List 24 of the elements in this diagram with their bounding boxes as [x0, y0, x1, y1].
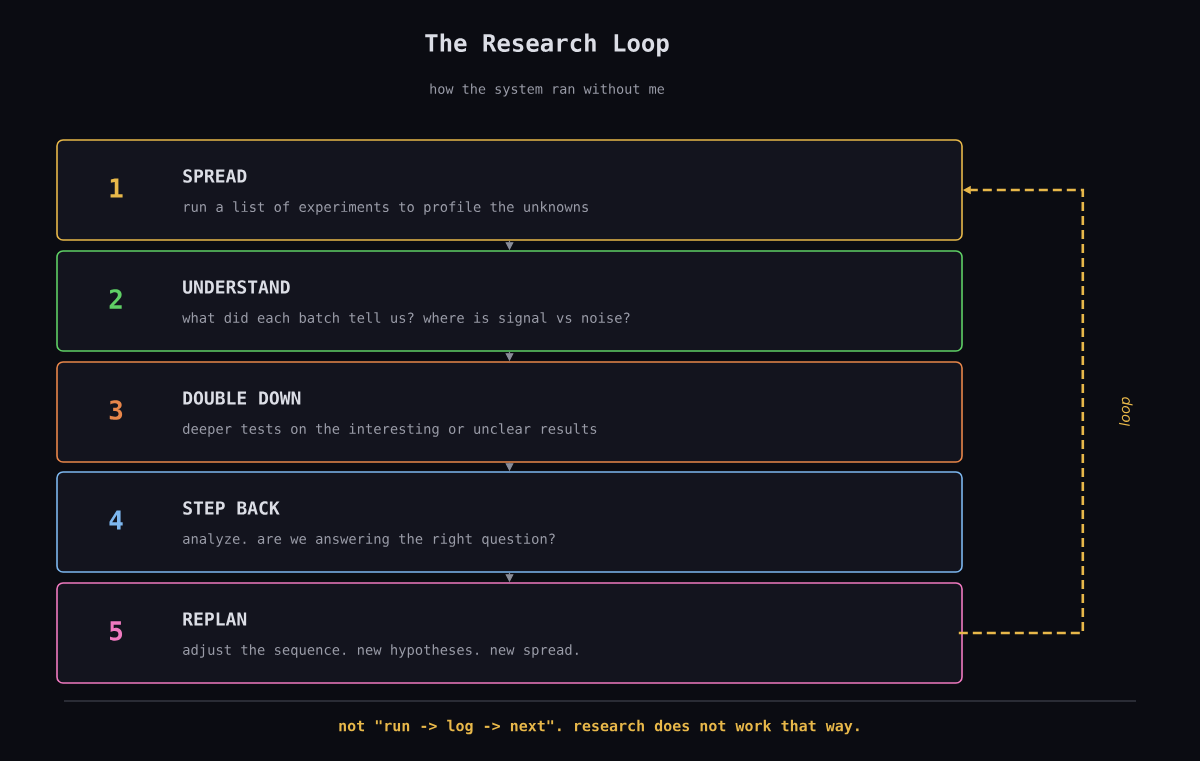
step-heading: STEP BACK — [183, 501, 280, 515]
step-description: analyze. are we answering the right question? — [183, 533, 555, 547]
step-number: 1 — [110, 178, 123, 198]
caption: not "run -> log -> next". research does not work that way. — [339, 719, 859, 735]
step-heading: DOUBLE DOWN — [183, 391, 301, 405]
edge-label: loop — [1119, 397, 1133, 426]
step-description: adjust the sequence. new hypotheses. new spread. — [183, 644, 578, 658]
subtitle: how the system ran without me — [430, 83, 665, 97]
step-description: deeper tests on the interesting or unclear results — [183, 423, 597, 437]
step-box — [56, 471, 963, 573]
step-box — [56, 250, 963, 352]
step-box — [56, 361, 963, 463]
step-description: run a list of experiments to profile the unknowns — [184, 201, 588, 215]
step-heading: REPLAN — [183, 612, 247, 626]
step-description: what did each batch tell us? where is signal vs noise? — [182, 312, 630, 326]
title: The Research Loop — [425, 33, 669, 57]
step-number: 4 — [109, 510, 123, 530]
step-box — [56, 582, 963, 684]
step-heading: UNDERSTAND — [183, 280, 290, 294]
step-number: 3 — [109, 400, 123, 420]
step-number: 2 — [109, 289, 122, 309]
step-heading: SPREAD — [183, 169, 247, 183]
step-number: 5 — [110, 621, 123, 641]
step-box — [56, 139, 963, 241]
